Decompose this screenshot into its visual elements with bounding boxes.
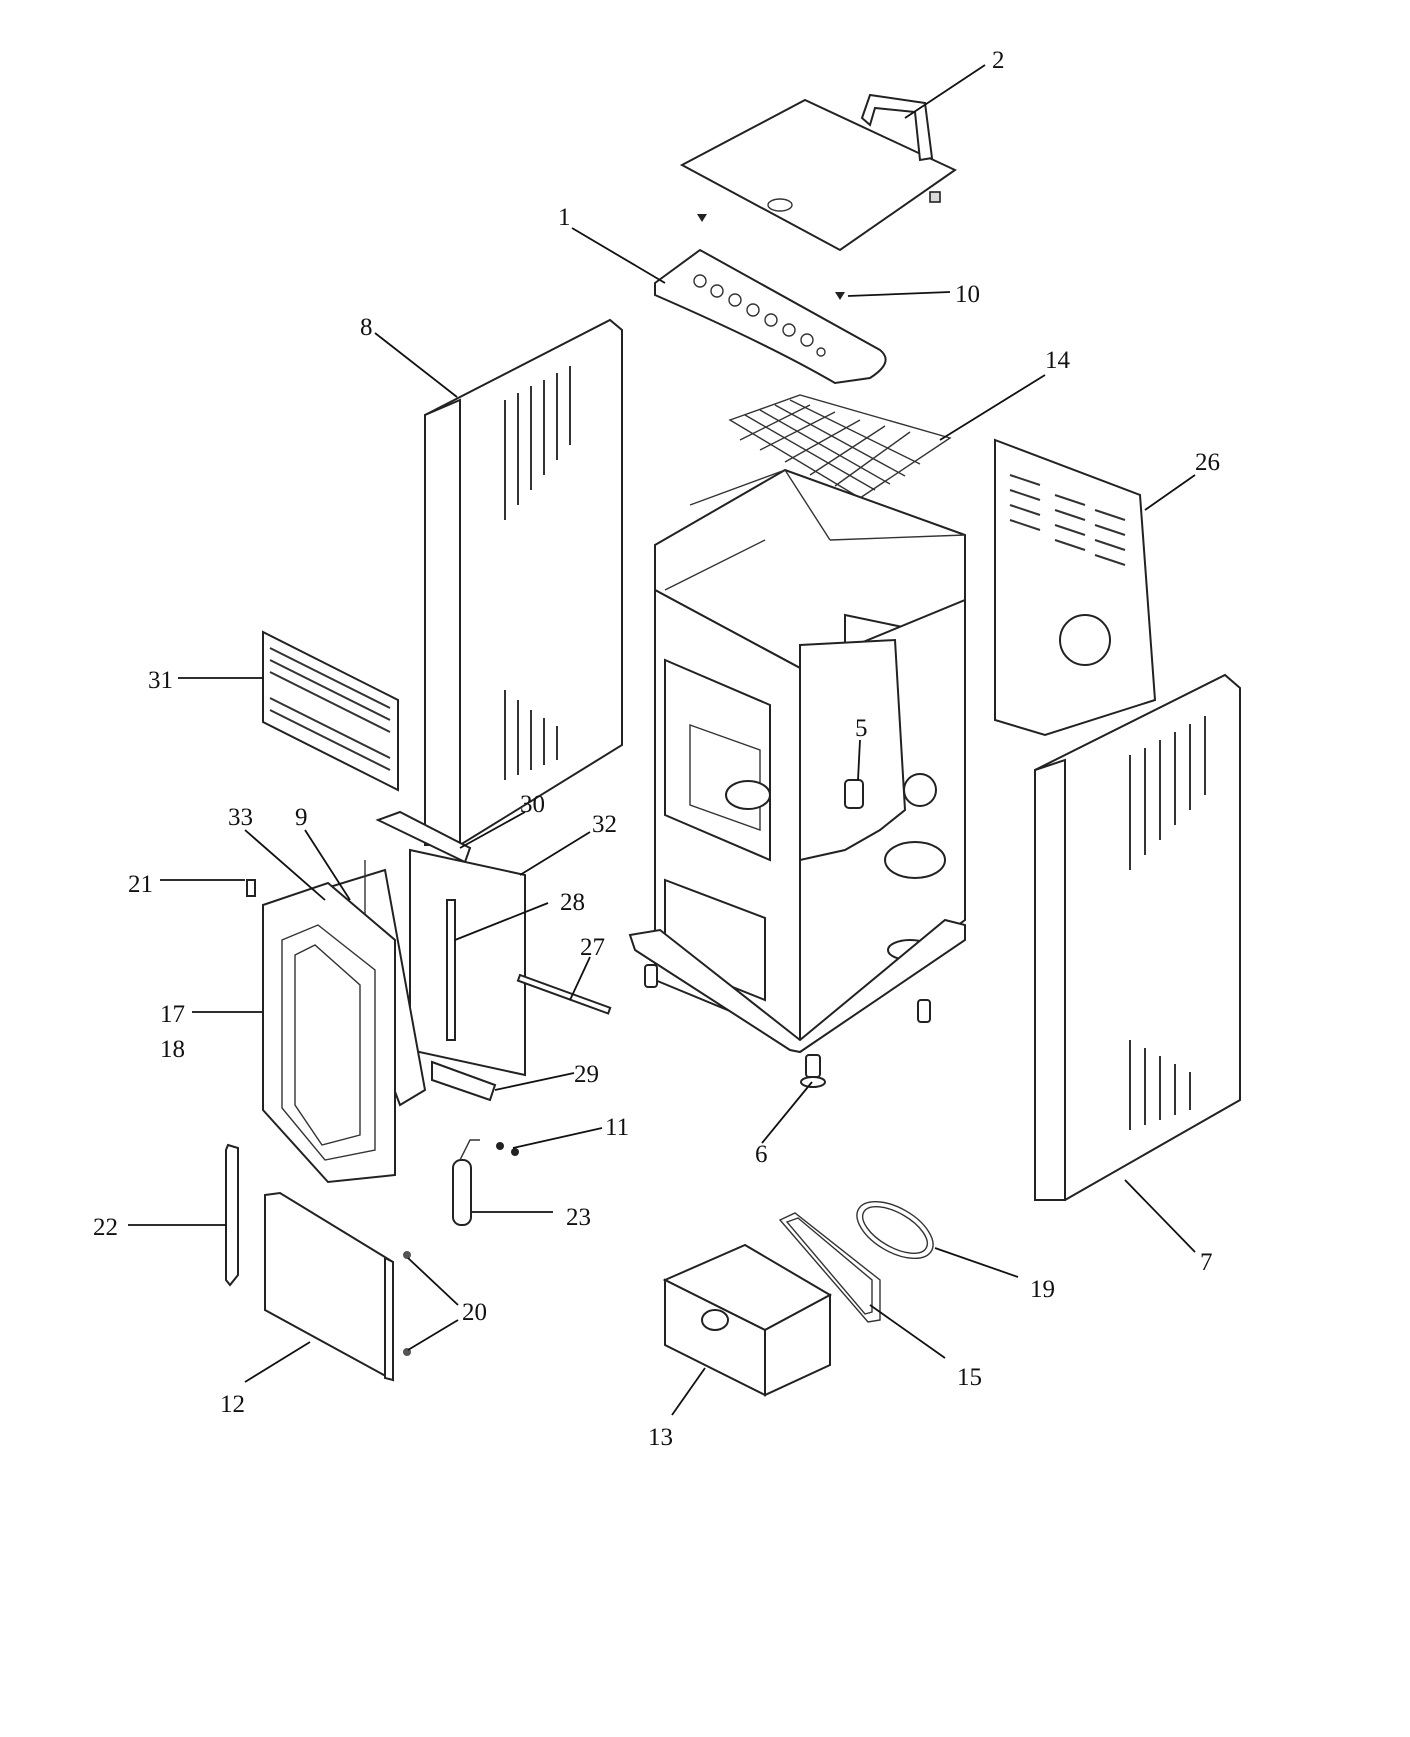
part-20-pins xyxy=(403,1251,411,1356)
leader-lines xyxy=(128,64,1196,1416)
label-part-21: 21 xyxy=(128,871,153,898)
label-part-10: 10 xyxy=(955,281,980,308)
part-26-back-panel xyxy=(994,438,1157,737)
label-part-1: 1 xyxy=(558,204,571,231)
label-part-15: 15 xyxy=(957,1364,982,1391)
part-31-grille xyxy=(262,630,399,792)
label-part-27: 27 xyxy=(580,934,605,961)
part-22-latch xyxy=(225,1143,239,1287)
part-12-lower-panel xyxy=(264,1191,394,1382)
part-number-labels: 2 1 10 14 26 8 31 5 30 32 33 9 28 27 21 … xyxy=(93,47,1220,1451)
label-part-5: 5 xyxy=(855,715,868,742)
label-part-19: 19 xyxy=(1030,1276,1055,1303)
stove-body xyxy=(628,468,966,1054)
part-8-left-panel xyxy=(424,318,623,846)
label-part-23: 23 xyxy=(566,1204,591,1231)
label-part-13: 13 xyxy=(648,1424,673,1451)
part-2-top-lid xyxy=(679,93,957,252)
label-part-31: 31 xyxy=(148,667,173,694)
label-part-18: 18 xyxy=(160,1036,185,1063)
part-23-handle xyxy=(452,1139,480,1226)
label-part-30: 30 xyxy=(520,791,545,818)
part-10-screws xyxy=(697,214,845,300)
label-part-32: 32 xyxy=(592,811,617,838)
label-part-29: 29 xyxy=(574,1061,599,1088)
part-14-mesh-grid xyxy=(728,394,952,499)
label-part-20: 20 xyxy=(462,1299,487,1326)
part-13-ash-drawer xyxy=(662,1243,833,1397)
label-part-9: 9 xyxy=(295,804,308,831)
label-part-11: 11 xyxy=(605,1114,629,1141)
label-part-6: 6 xyxy=(755,1141,768,1168)
part-7-right-panel xyxy=(1034,673,1241,1201)
label-part-12: 12 xyxy=(220,1391,245,1418)
part-1-control-panel xyxy=(654,248,887,385)
part-15-gasket-plate xyxy=(778,1212,881,1323)
label-part-22: 22 xyxy=(93,1214,118,1241)
label-part-17: 17 xyxy=(160,1001,185,1028)
part-19-oval-gasket xyxy=(856,1200,934,1260)
label-part-8: 8 xyxy=(360,314,373,341)
label-part-2: 2 xyxy=(992,47,1005,74)
label-part-26: 26 xyxy=(1195,449,1220,476)
part-11-screws xyxy=(496,1142,519,1156)
label-part-7: 7 xyxy=(1200,1249,1213,1276)
label-part-28: 28 xyxy=(560,889,585,916)
part-17-door xyxy=(262,881,396,1184)
part-6-foot xyxy=(800,1054,826,1088)
label-part-33: 33 xyxy=(228,804,253,831)
label-part-14: 14 xyxy=(1045,347,1071,374)
